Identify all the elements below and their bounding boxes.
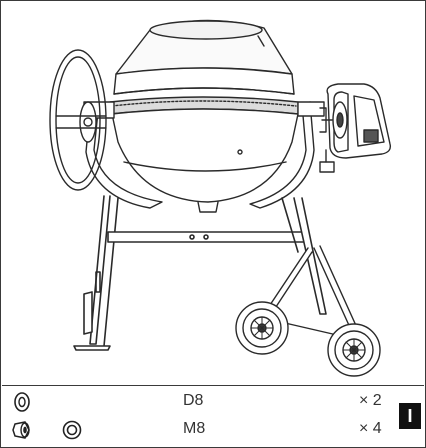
parts-row: D8 × 2 <box>1 389 425 415</box>
rear-wheel <box>327 323 381 377</box>
mixer-drum <box>109 19 299 213</box>
parts-divider <box>2 385 424 386</box>
cement-mixer-illustration <box>49 19 392 377</box>
motor-housing <box>319 83 392 173</box>
part-code: M8 <box>183 420 206 437</box>
part-quantity: × 4 <box>359 420 382 437</box>
washer-icon <box>62 420 82 440</box>
parts-list: D8 × 2 M8 × 4 I <box>1 387 425 447</box>
washer-icon <box>14 392 30 412</box>
part-code: D8 <box>183 392 204 409</box>
part-quantity: × 2 <box>359 392 382 409</box>
nut-icon <box>12 421 30 439</box>
section-badge: I <box>399 403 421 429</box>
tilting-handwheel <box>49 49 107 191</box>
parts-row: M8 × 4 <box>1 417 425 443</box>
front-wheel <box>235 301 289 355</box>
